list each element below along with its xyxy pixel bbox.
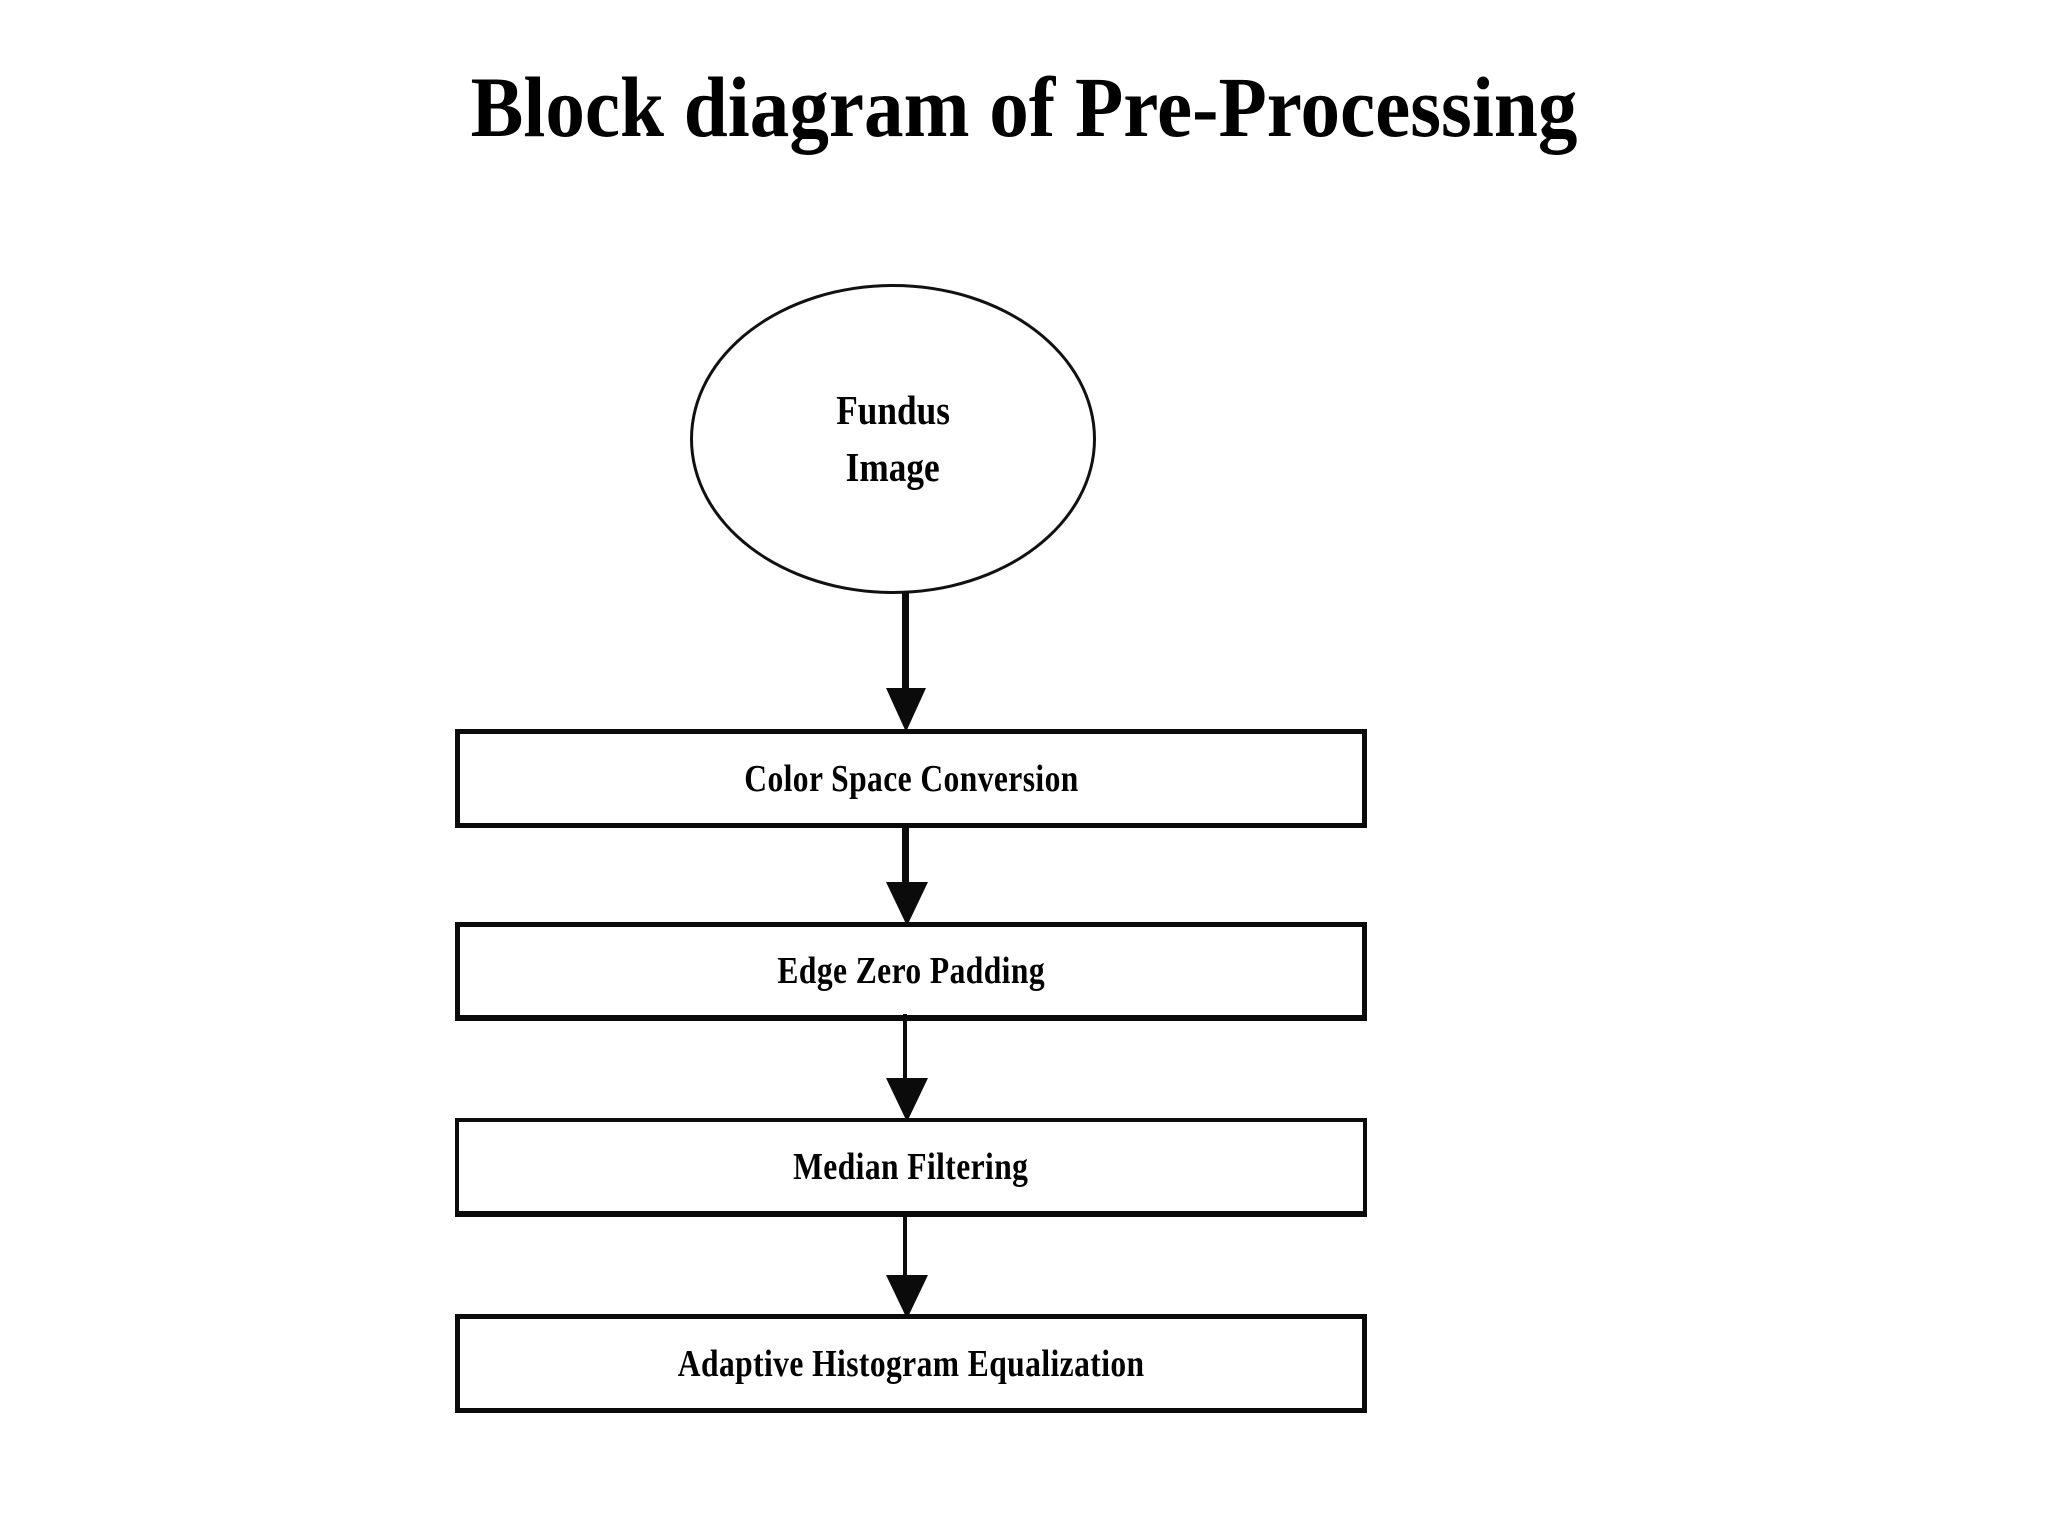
arrow-stem: [903, 1211, 907, 1277]
arrow-head-down-icon: [886, 1275, 928, 1319]
flowchart-node-fundus-image[interactable]: Fundus Image: [690, 284, 1096, 594]
arrow-stem: [903, 1014, 907, 1080]
node-label-edge-zero-padding: Edge Zero Padding: [777, 950, 1045, 992]
start-node-label-line2: Image: [845, 444, 941, 490]
flowchart-node-color-space-conversion[interactable]: Color Space Conversion: [455, 729, 1367, 828]
arrow-median-filtering-to-adaptive-histogram-equalization: [885, 1211, 928, 1319]
arrow-stem: [901, 592, 909, 692]
start-node-label-line1: Fundus: [836, 387, 950, 434]
flowchart-node-edge-zero-padding[interactable]: Edge Zero Padding: [455, 922, 1367, 1021]
flowchart-node-adaptive-histogram-equalization[interactable]: Adaptive Histogram Equalization: [455, 1314, 1367, 1413]
flowchart-node-median-filtering[interactable]: Median Filtering: [455, 1118, 1367, 1217]
page-title: Block diagram of Pre-Processing: [470, 59, 1578, 155]
arrow-edge-zero-padding-to-median-filtering: [885, 1014, 928, 1122]
arrow-stem: [901, 826, 909, 884]
node-label-adaptive-histogram-equalization: Adaptive Histogram Equalization: [677, 1342, 1145, 1385]
arrow-fundus-image-to-color-space-conversion: [885, 592, 926, 732]
arrow-color-space-conversion-to-edge-zero-padding: [885, 826, 928, 926]
node-label-color-space-conversion: Color Space Conversion: [743, 757, 1079, 800]
arrow-head-down-icon: [886, 1078, 928, 1122]
arrow-head-down-icon: [886, 688, 926, 732]
arrow-head-down-icon: [886, 882, 928, 926]
node-label-median-filtering: Median Filtering: [793, 1145, 1029, 1188]
